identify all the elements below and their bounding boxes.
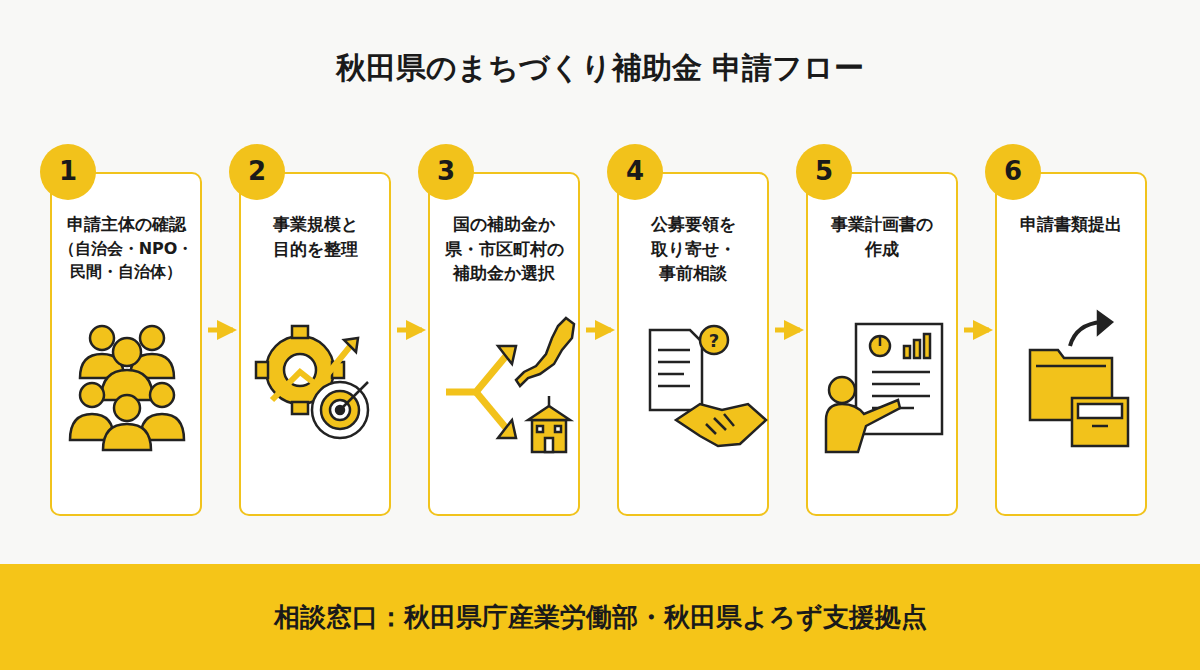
node-text: （自治会・NPO・ 民間・自治体） [56,237,196,283]
choice-icon [446,318,574,452]
gear-target-icon [256,326,368,438]
node-text: 申請書類提出 [1001,212,1141,237]
process-box: 国の補助金か 県・市区町村の 補助金か選択3 [428,172,580,516]
step-number: 4 [626,153,644,191]
step-number-circle: 5 [796,144,852,200]
node-text: 公募要領を 取り寄せ・ 事前相談 [623,212,763,286]
step-number: 6 [1004,153,1022,191]
flow-arrow [397,328,422,333]
flow-arrow [964,328,989,333]
flow-arrow [586,328,611,333]
step-number-circle: 6 [985,144,1041,200]
presentation-icon [826,324,942,452]
document-handshake-icon: ? [650,326,766,446]
step-number: 1 [59,153,77,191]
node-text: 国の補助金か 県・市区町村の 補助金か選択 [434,212,574,286]
step-number-circle: 1 [40,144,96,200]
node-text: 相談窓口：秋田県庁産業労働部・秋田県よろず支援拠点 [274,600,927,635]
node-text: 事業規模と 目的を整理 [245,212,385,261]
folder-tray-icon [1030,312,1128,446]
svg-text:?: ? [709,330,719,351]
step-number: 3 [437,153,455,191]
node-text: 申請主体の確認 [56,212,196,237]
node-text: 事業計画書の 作成 [812,212,952,261]
process-box: 公募要領を 取り寄せ・ 事前相談4 [617,172,769,516]
step-number-circle: 4 [607,144,663,200]
flow-arrow [775,328,800,333]
flow-arrow [208,328,233,333]
people-icon [70,326,184,450]
process-box: 申請主体の確認（自治会・NPO・ 民間・自治体）1 [50,172,202,516]
step-number: 2 [248,153,266,191]
contact-band: 相談窓口：秋田県庁産業労働部・秋田県よろず支援拠点 [0,564,1200,670]
process-box: 事業計画書の 作成5 [806,172,958,516]
step-number: 5 [815,153,833,191]
process-box: 申請書類提出6 [995,172,1147,516]
diagram-title: 秋田県のまちづくり補助金 申請フロー [0,48,1200,89]
step-number-circle: 3 [418,144,474,200]
process-box: 事業規模と 目的を整理2 [239,172,391,516]
step-number-circle: 2 [229,144,285,200]
